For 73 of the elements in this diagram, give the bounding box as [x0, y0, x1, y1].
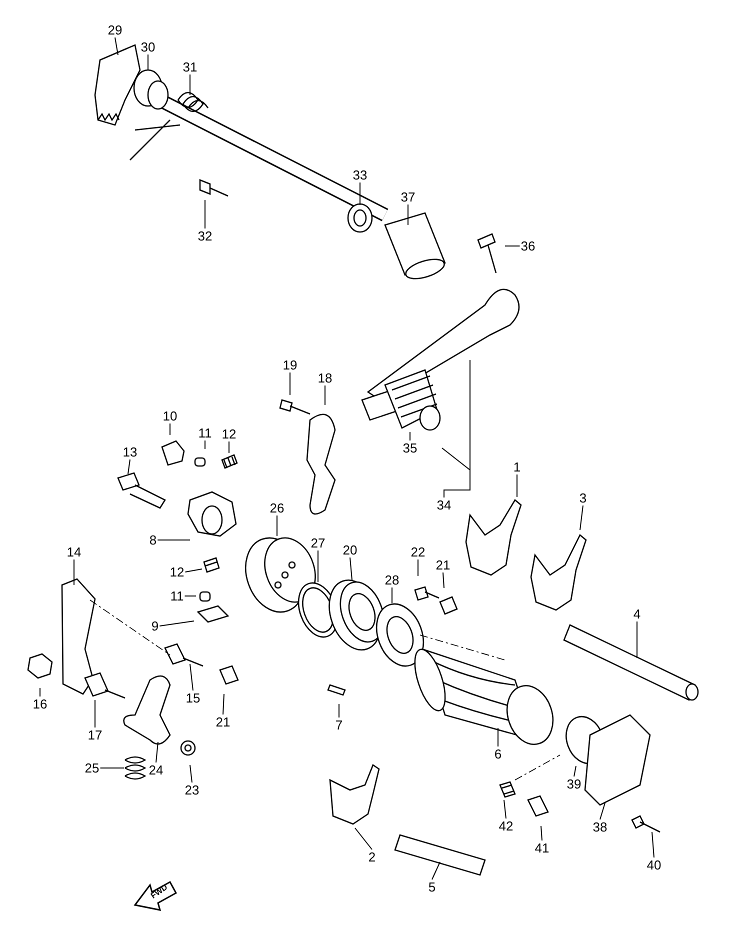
- callout-number: 18: [316, 370, 334, 386]
- callout-number: 5: [427, 880, 437, 894]
- leader-line: [184, 568, 202, 572]
- callout-number: 41: [534, 840, 550, 856]
- callout-number: 19: [282, 358, 298, 372]
- leader-line: [276, 515, 278, 536]
- callout-number: 42: [498, 818, 514, 834]
- callout-number: 3: [578, 490, 588, 506]
- callout-number: 14: [66, 544, 82, 560]
- callout-number: 39: [566, 776, 582, 792]
- callout-number: 26: [268, 500, 286, 516]
- callout-number: 21: [214, 714, 232, 730]
- leader-line: [94, 700, 96, 728]
- callout-number: 27: [310, 536, 326, 550]
- callout-number: 31: [182, 60, 198, 74]
- callout-number: 9: [150, 618, 160, 634]
- leader-line: [442, 360, 470, 498]
- callout-number: 30: [140, 40, 156, 54]
- leader-line: [636, 621, 638, 658]
- leader-line: [159, 620, 194, 626]
- leader-line: [114, 37, 118, 56]
- callout-number: 28: [384, 572, 400, 588]
- callout-number: 12: [220, 426, 238, 442]
- callout-number: 22: [410, 544, 426, 560]
- callout-number: 12: [168, 564, 186, 580]
- leader-line: [580, 505, 584, 530]
- leader-line: [222, 694, 224, 715]
- callout-number: 1: [512, 460, 522, 474]
- leader-line: [204, 200, 206, 229]
- leader-line: [228, 441, 230, 454]
- callout-number: 20: [342, 542, 358, 558]
- callout-number: 32: [196, 228, 214, 244]
- leader-line: [190, 764, 192, 783]
- callout-number: 40: [646, 858, 662, 872]
- leader-line: [190, 664, 194, 691]
- leader-line: [442, 572, 444, 588]
- callout-number: 24: [148, 762, 164, 778]
- callout-number: 34: [436, 498, 452, 512]
- leader-line: [432, 862, 440, 880]
- callout-number: 21: [434, 558, 452, 572]
- leader-line: [540, 826, 542, 841]
- callout-number: 33: [352, 168, 368, 182]
- callout-number: 4: [632, 606, 642, 622]
- leader-line: [516, 474, 518, 498]
- leader-line: [128, 459, 130, 474]
- callout-number: 11: [197, 426, 213, 440]
- leader-line: [338, 704, 340, 718]
- callout-number: 25: [84, 760, 100, 776]
- leader-line: [324, 385, 326, 406]
- callout-number: 10: [162, 408, 178, 424]
- leader-line: [350, 557, 352, 580]
- callout-number: 13: [122, 444, 138, 460]
- callout-number: 29: [106, 22, 124, 38]
- callout-number: 6: [493, 746, 503, 762]
- callout-number: 15: [184, 690, 202, 706]
- callout-number: 8: [148, 532, 158, 548]
- callout-number: 37: [400, 190, 416, 204]
- leader-line: [652, 832, 654, 858]
- callout-number: 17: [86, 728, 104, 742]
- callout-number: 36: [520, 238, 536, 254]
- leader-line: [574, 766, 576, 777]
- callout-number: 35: [402, 440, 418, 456]
- leader-line: [156, 742, 158, 763]
- callout-number: 11: [169, 588, 185, 604]
- callout-number: 2: [367, 850, 377, 864]
- leader-line: [354, 828, 372, 850]
- leader-line: [600, 802, 606, 820]
- leader-line: [204, 440, 206, 450]
- callout-number: 7: [334, 718, 344, 732]
- callout-number: 16: [32, 696, 48, 712]
- callout-number: 38: [592, 820, 608, 834]
- leader-line: [504, 800, 506, 819]
- callout-number: 23: [184, 782, 200, 798]
